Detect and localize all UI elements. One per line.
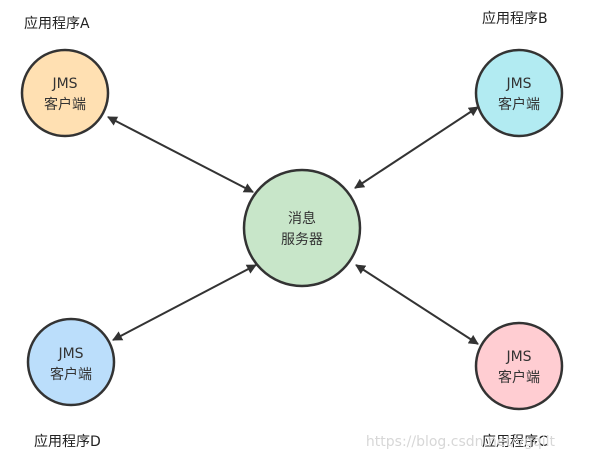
client-a-line2: 客户端: [44, 96, 86, 113]
client-c-line2: 客户端: [498, 369, 540, 386]
client-a-node: 应用程序A JMS 客户端: [20, 15, 110, 138]
client-d-node: JMS 客户端 应用程序D: [26, 317, 116, 450]
client-c-line1: JMS: [505, 349, 531, 365]
client-d-line2: 客户端: [50, 366, 92, 383]
app-label-c: 应用程序C: [482, 433, 548, 450]
client-d-circle: [26, 317, 116, 407]
client-c-circle: [474, 321, 564, 411]
client-b-node: 应用程序B JMS 客户端: [474, 10, 564, 138]
connector-client-b: [354, 106, 479, 189]
client-b-circle: [474, 48, 564, 138]
connector-client-d: [112, 264, 257, 341]
app-label-b: 应用程序B: [482, 10, 548, 27]
client-d-line1: JMS: [57, 346, 83, 362]
client-c-node: JMS 客户端 应用程序C: [474, 321, 564, 450]
server-label-line1: 消息: [288, 210, 316, 227]
watermark-text: https://blog.csdn.net/vgqilt: [366, 434, 556, 450]
app-label-a: 应用程序A: [24, 15, 90, 32]
app-label-d: 应用程序D: [34, 433, 101, 450]
connector-client-c: [355, 264, 479, 345]
message-server-circle: [242, 168, 362, 288]
client-a-circle: [20, 48, 110, 138]
client-b-line2: 客户端: [498, 96, 540, 113]
message-server-node: 消息 服务器: [242, 168, 362, 288]
client-a-line1: JMS: [51, 76, 77, 92]
client-b-line1: JMS: [505, 76, 531, 92]
server-label-line2: 服务器: [281, 232, 323, 248]
connector-client-a: [107, 116, 254, 193]
